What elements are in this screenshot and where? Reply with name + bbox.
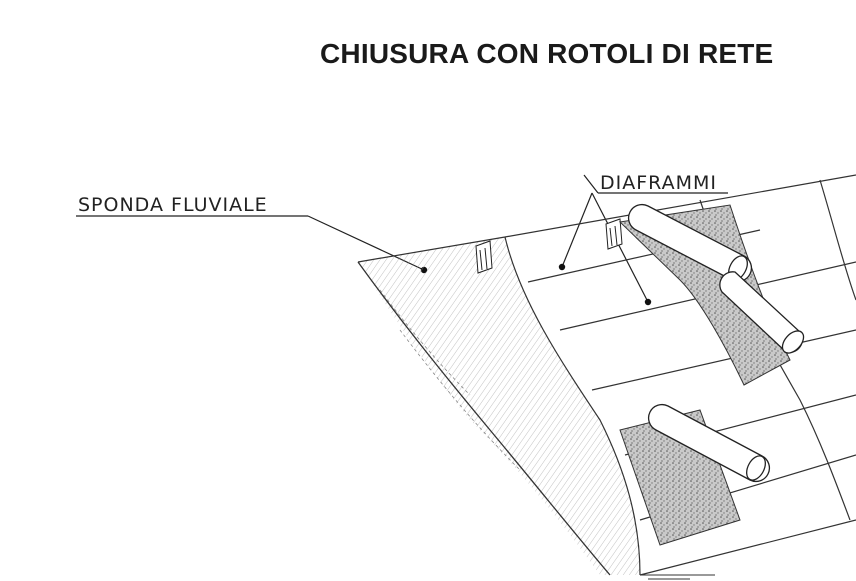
label-diaframmi: DIAFRAMMI [600, 172, 717, 194]
drawing-title: CHIUSURA CON ROTOLI DI RETE [320, 38, 774, 69]
mesh-roll-3 [647, 403, 771, 483]
label-sponda-fluviale: SPONDA FLUVIALE [78, 194, 268, 216]
mesh-roll-2 [719, 271, 805, 354]
riverbank-section [357, 236, 640, 576]
leader-lines [76, 174, 728, 303]
base-lines [640, 574, 715, 580]
diaphragm-right [605, 218, 623, 250]
diaphragm-left [475, 240, 493, 274]
